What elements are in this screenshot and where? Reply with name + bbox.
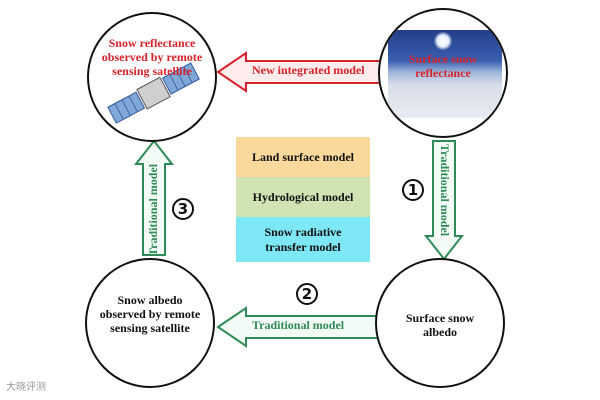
right-traditional-arrow (423, 140, 465, 261)
node-label-satellite-reflectance: Snow reflectance observed by remote sens… (101, 36, 203, 78)
node-label-surface-snow-albedo: Surface snow albedo (405, 311, 475, 339)
model-hydrological: Hydrological model (236, 177, 370, 217)
node-label-satellite-albedo: Snow albedo observed by remote sensing s… (99, 293, 201, 335)
node-label-surface-snow-reflectance: Surface snow reflectance (408, 52, 478, 80)
right-arrow-label: Traditional model (438, 144, 452, 237)
satellite-icon (107, 62, 200, 124)
step-1-marker: 1 (402, 179, 424, 201)
node-surface-snow-albedo: Surface snow albedo (375, 258, 505, 388)
watermark: 大晓评测 (6, 382, 46, 393)
node-surface-snow-reflectance: Surface snow reflectance (378, 8, 508, 138)
left-arrow-label: Traditional model (146, 163, 160, 256)
top-arrow-label: New integrated model (252, 63, 365, 77)
left-traditional-arrow (133, 139, 175, 256)
bottom-arrow-label: Traditional model (252, 318, 345, 332)
step-3-marker: 3 (172, 198, 194, 220)
node-satellite-reflectance: Snow reflectance observed by remote sens… (87, 12, 217, 142)
sun-icon (434, 32, 452, 50)
step-2-marker: 2 (296, 283, 318, 305)
model-land-surface: Land surface model (236, 137, 370, 177)
model-snow-radiative-transfer: Snow radiative transfer model (236, 217, 370, 262)
node-satellite-albedo: Snow albedo observed by remote sensing s… (85, 258, 215, 388)
